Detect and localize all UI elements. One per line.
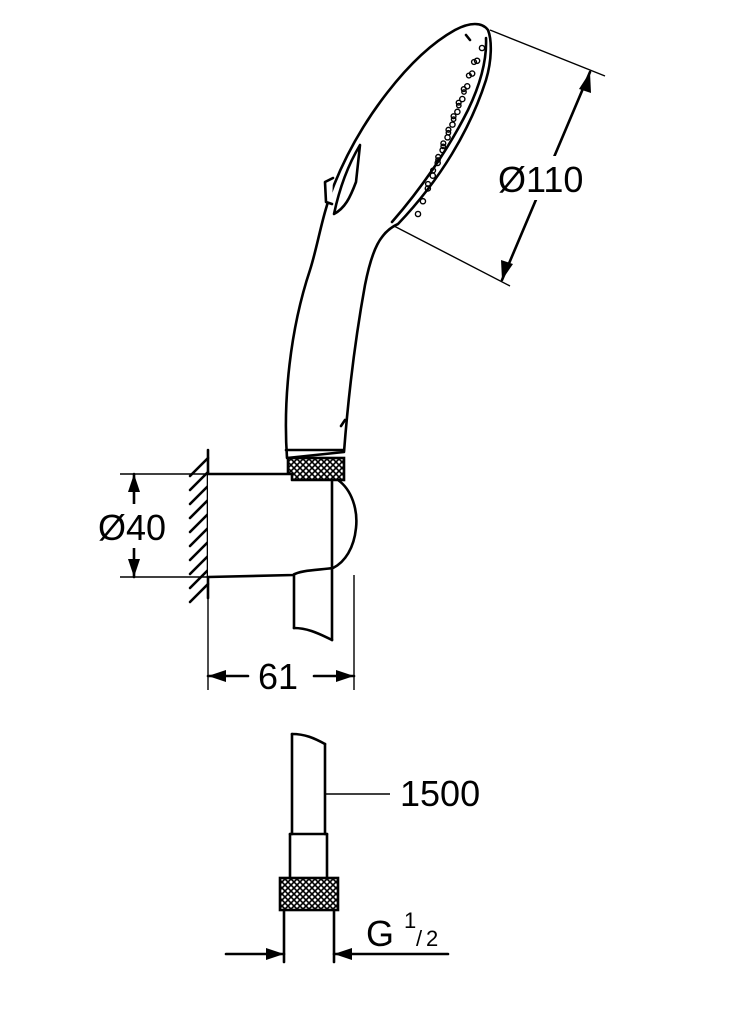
nozzle xyxy=(445,126,452,133)
nozzle xyxy=(450,116,457,123)
nozzle xyxy=(440,143,447,150)
wall-hatching xyxy=(188,456,210,604)
selector-button xyxy=(323,176,335,206)
hatch-line xyxy=(188,498,210,520)
side-panel xyxy=(332,143,362,216)
hatch-line xyxy=(188,582,210,604)
holder-diameter-label: Ø40 xyxy=(98,507,166,548)
hose-length-label: 1500 xyxy=(400,773,480,814)
hatch-line xyxy=(188,484,210,506)
dim-thread: G 1 / 2 xyxy=(224,908,450,960)
nozzle xyxy=(461,89,467,95)
nozzle xyxy=(445,129,452,136)
spray-face-edge xyxy=(390,36,488,224)
nozzle xyxy=(434,159,441,167)
nozzle xyxy=(470,58,478,66)
handle-knurled-nut xyxy=(286,456,346,482)
nozzle xyxy=(424,180,432,188)
nozzle xyxy=(414,210,422,218)
nozzle xyxy=(478,44,486,52)
hand-shower-body xyxy=(284,22,493,460)
holder-depth-label: 61 xyxy=(258,656,298,697)
hand-shower xyxy=(284,22,493,460)
nozzle xyxy=(459,95,466,103)
spray-diameter-label: Ø110 xyxy=(498,159,583,200)
hatch-line xyxy=(188,526,210,548)
handle-mark xyxy=(339,418,347,428)
thread-prefix-label: G xyxy=(366,913,394,954)
thread-denominator-label: 2 xyxy=(426,926,438,951)
nozzle xyxy=(455,102,462,109)
hose-upper xyxy=(292,566,334,642)
hose-lower xyxy=(282,732,390,964)
nozzle xyxy=(439,146,446,154)
nozzle xyxy=(435,157,441,163)
wall-holder xyxy=(188,448,358,604)
hatch-line xyxy=(188,470,210,492)
nozzle xyxy=(454,108,461,116)
hatch-line xyxy=(188,554,210,576)
hatch-line xyxy=(188,512,210,534)
nozzle xyxy=(450,113,457,120)
dim-holder-diameter: Ø40 xyxy=(96,472,208,579)
spray-nozzles xyxy=(414,44,486,218)
dim-holder-depth: 61 xyxy=(206,575,356,697)
hose-knurled-nut xyxy=(278,876,340,912)
nozzle xyxy=(473,57,481,65)
nozzle xyxy=(449,121,456,128)
thread-slash-label: / xyxy=(416,926,423,951)
nozzle xyxy=(435,153,442,160)
nozzle xyxy=(465,72,472,79)
nozzle xyxy=(460,86,467,93)
nozzle xyxy=(430,167,437,174)
hatch-line xyxy=(188,540,210,562)
nozzle xyxy=(440,140,447,147)
nozzle xyxy=(455,99,462,106)
hatch-line xyxy=(188,568,210,590)
hatch-line xyxy=(188,456,210,478)
nozzle xyxy=(419,197,427,205)
thread-numerator-label: 1 xyxy=(404,908,416,933)
dim-spray-diameter: Ø110 xyxy=(393,29,606,287)
tip-notch xyxy=(464,33,472,42)
holder-body xyxy=(206,472,358,579)
